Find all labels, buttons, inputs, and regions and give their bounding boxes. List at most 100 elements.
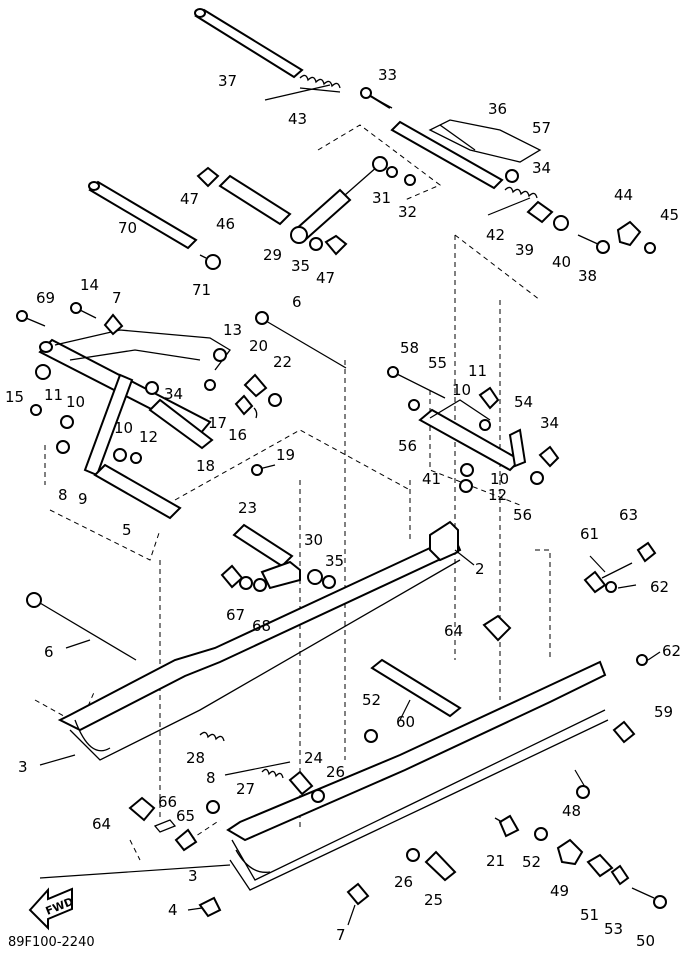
washer-62-lower: [636, 654, 648, 666]
collar-67-68: [220, 560, 301, 592]
part-label: 53: [604, 920, 623, 938]
part-label: 12: [488, 486, 507, 504]
cap-64-lower: [128, 796, 156, 822]
leader-lines: [39, 549, 661, 926]
bolt-17-16: [234, 394, 258, 419]
part-label: 68: [252, 617, 271, 635]
cap-44: [616, 220, 642, 247]
part-label: 3: [18, 758, 28, 776]
part-label: 26: [326, 763, 345, 781]
cap-63: [636, 541, 657, 563]
part-label: 52: [522, 853, 541, 871]
part-label: 20: [249, 337, 268, 355]
part-label: 61: [580, 525, 599, 543]
part-label: 70: [118, 219, 137, 237]
part-label: 7: [112, 289, 122, 307]
part-label: 6: [292, 293, 302, 311]
part-label: 6: [44, 643, 54, 661]
cap-64-upper: [482, 614, 512, 642]
bolt-15: [30, 404, 42, 416]
part-label: 48: [562, 802, 581, 820]
part-label: 14: [80, 276, 99, 294]
part-label: 56: [398, 437, 417, 455]
shock-absorber: [290, 156, 416, 256]
part-label: 55: [428, 354, 447, 372]
part-label: 29: [263, 246, 282, 264]
part-label: 34: [164, 385, 183, 403]
shaft-18: [148, 398, 214, 450]
spring-43: [264, 74, 341, 101]
part-label: 19: [276, 446, 295, 464]
cap-7-upper: [103, 313, 124, 336]
bolt-58-55: [387, 366, 446, 399]
bolt-14: [70, 302, 97, 319]
part-label: 67: [226, 606, 245, 624]
collar-51: [586, 853, 614, 878]
part-label: 24: [304, 749, 323, 767]
part-label: 42: [486, 226, 505, 244]
part-label: 32: [398, 203, 417, 221]
part-label: 49: [550, 882, 569, 900]
part-label: 39: [515, 241, 534, 259]
spring-42: [487, 186, 538, 216]
part-label: 64: [92, 815, 111, 833]
bushing-49: [556, 838, 584, 866]
part-label: 59: [654, 703, 673, 721]
part-label: 10: [452, 381, 471, 399]
part-label: 43: [288, 110, 307, 128]
part-label: 34: [540, 414, 559, 432]
part-label: 47: [316, 269, 335, 287]
nut-59: [612, 720, 636, 744]
part-label: 41: [422, 470, 441, 488]
bolt-71: [199, 254, 221, 270]
bolt-69: [16, 310, 46, 327]
part-label: 15: [5, 388, 24, 406]
part-label: 31: [372, 189, 391, 207]
bolt-4: [198, 896, 222, 918]
slider-25: [424, 850, 457, 882]
spring-28: [199, 731, 225, 742]
bolt-21: [494, 814, 520, 838]
part-label: 9: [78, 490, 88, 508]
part-label: 30: [304, 531, 323, 549]
part-label: 71: [192, 281, 211, 299]
part-label: 35: [291, 257, 310, 275]
part-label: 25: [424, 891, 443, 909]
part-label: 13: [223, 321, 242, 339]
collar-30-35: [307, 569, 336, 589]
part-label: 37: [218, 72, 237, 90]
part-label: 18: [196, 457, 215, 475]
part-label: 52: [362, 691, 381, 709]
part-label: 2: [475, 560, 485, 578]
part-label: 27: [236, 780, 255, 798]
washers-right: [408, 399, 544, 493]
washer-10-left: [56, 415, 74, 454]
part-label: 35: [325, 552, 344, 570]
shaft-70: [88, 180, 198, 250]
rod-6-upper: [255, 311, 347, 369]
spacer-47-upper: [196, 166, 220, 188]
washer-52-lower: [534, 827, 548, 841]
upper-arm-36: [390, 119, 542, 190]
fwd-arrow-icon: [28, 887, 73, 931]
spring-27: [224, 761, 291, 779]
part-label: 38: [578, 267, 597, 285]
shaft-60: [370, 658, 462, 718]
part-label: 69: [36, 289, 55, 307]
part-label: 44: [614, 186, 633, 204]
collar-46: [218, 174, 292, 226]
part-label: 62: [650, 578, 669, 596]
bolt-61: [583, 562, 633, 594]
part-label: 47: [180, 190, 199, 208]
part-label: 26: [394, 873, 413, 891]
part-label: 10: [114, 419, 133, 437]
part-label: 21: [486, 852, 505, 870]
part-label: 65: [176, 807, 195, 825]
part-label: 4: [168, 901, 178, 919]
part-label: 10: [490, 470, 509, 488]
part-label: 8: [58, 486, 68, 504]
part-label: 17: [208, 414, 227, 432]
part-label: 8: [206, 769, 216, 787]
part-label: 34: [532, 159, 551, 177]
